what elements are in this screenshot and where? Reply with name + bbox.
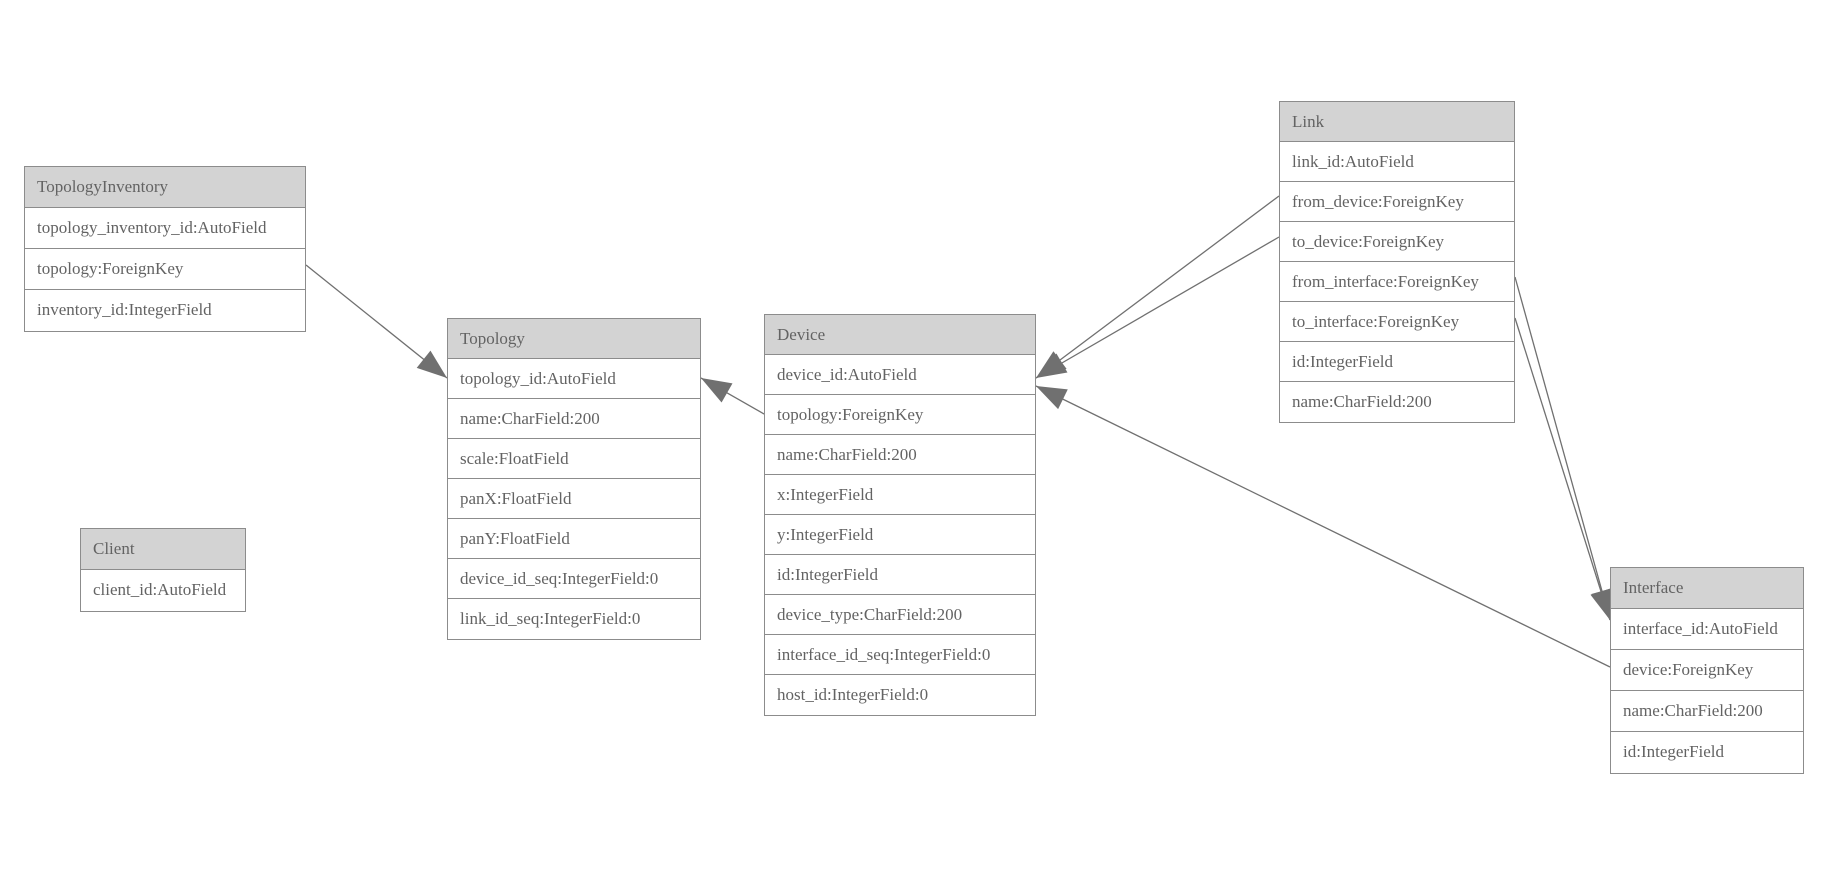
relationship-link-fromdevice-device	[1035, 195, 1280, 379]
relationship-arrowhead	[1036, 353, 1068, 378]
relationship-line	[1035, 236, 1280, 379]
entity-field-row: name:CharField:200	[765, 435, 1035, 475]
entity-field-row: scale:FloatField	[448, 439, 700, 479]
entity-field-row: host_id:IntegerField:0	[765, 675, 1035, 715]
relationship-link-frominterface-interface	[1514, 276, 1613, 621]
entity-field-row: name:CharField:200	[448, 399, 700, 439]
entity-field-row: device_id:AutoField	[765, 355, 1035, 395]
entity-field-row: name:CharField:200	[1611, 691, 1803, 732]
entity-field-row: topology:ForeignKey	[25, 249, 305, 290]
entity-title-topology_inventory: TopologyInventory	[25, 167, 305, 208]
entity-title-topology: Topology	[448, 319, 700, 359]
entity-field-row: topology:ForeignKey	[765, 395, 1035, 435]
entity-field-row: y:IntegerField	[765, 515, 1035, 555]
entity-field-row: topology_id:AutoField	[448, 359, 700, 399]
relationship-line	[700, 377, 765, 415]
relationship-arrowhead	[701, 378, 733, 403]
relationship-topologyinventory-topology	[305, 264, 448, 379]
entity-field-row: to_device:ForeignKey	[1280, 222, 1514, 262]
entity-field-row: inventory_id:IntegerField	[25, 290, 305, 331]
entity-field-row: device_id_seq:IntegerField:0	[448, 559, 700, 599]
entity-field-row: from_device:ForeignKey	[1280, 182, 1514, 222]
entity-field-row: id:IntegerField	[1611, 732, 1803, 773]
entity-field-row: name:CharField:200	[1280, 382, 1514, 422]
entity-field-row: id:IntegerField	[1280, 342, 1514, 382]
relationship-line	[1035, 385, 1611, 668]
entity-field-row: panY:FloatField	[448, 519, 700, 559]
entity-title-device: Device	[765, 315, 1035, 355]
relationship-arrowhead	[1036, 386, 1068, 410]
relationship-link-todevice-device	[1035, 236, 1280, 379]
relationship-line	[1035, 195, 1280, 379]
entity-field-row: x:IntegerField	[765, 475, 1035, 515]
relationship-link-tointerface-interface	[1514, 317, 1612, 621]
relationship-device-topology	[700, 377, 765, 415]
entity-field-row: id:IntegerField	[765, 555, 1035, 595]
entity-field-row: interface_id:AutoField	[1611, 609, 1803, 650]
entity-title-interface: Interface	[1611, 568, 1803, 609]
entity-field-row: interface_id_seq:IntegerField:0	[765, 635, 1035, 675]
entity-field-row: device:ForeignKey	[1611, 650, 1803, 691]
entity-title-link: Link	[1280, 102, 1514, 142]
entity-field-row: link_id:AutoField	[1280, 142, 1514, 182]
relationship-line	[305, 264, 448, 379]
entity-field-row: client_id:AutoField	[81, 570, 245, 611]
relationship-line	[1514, 317, 1611, 621]
entity-field-row: device_type:CharField:200	[765, 595, 1035, 635]
entity-field-row: link_id_seq:IntegerField:0	[448, 599, 700, 639]
entity-field-row: to_interface:ForeignKey	[1280, 302, 1514, 342]
entity-field-row: from_interface:ForeignKey	[1280, 262, 1514, 302]
entity-field-row: topology_inventory_id:AutoField	[25, 208, 305, 249]
relationship-line	[1514, 276, 1611, 621]
entity-title-client: Client	[81, 529, 245, 570]
entity-field-row: panX:FloatField	[448, 479, 700, 519]
